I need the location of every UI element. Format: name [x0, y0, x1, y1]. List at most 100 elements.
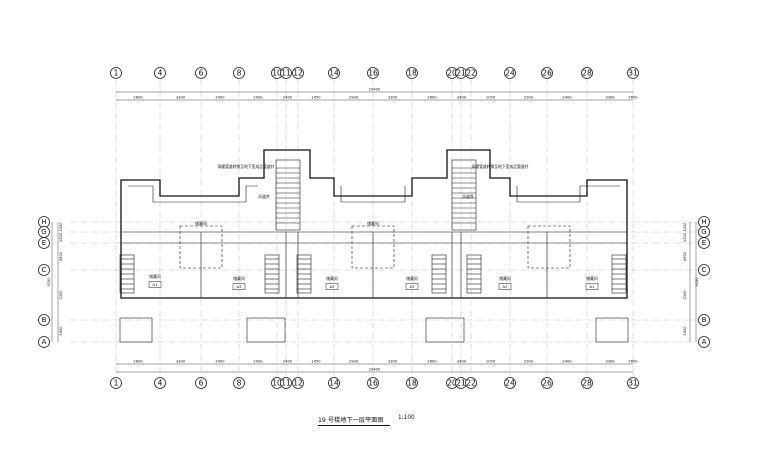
bottom-total-dimension: 29400 — [369, 368, 381, 372]
row-axis-label: B — [42, 316, 47, 324]
column-axis-label: 31 — [628, 379, 638, 388]
column-axis-label: 28 — [582, 69, 592, 78]
top-dimension-value: 2900 — [253, 96, 263, 100]
row-axis-bubble — [698, 264, 710, 276]
column-axis-label: 14 — [329, 69, 339, 78]
column-axis-bubble — [541, 377, 553, 389]
top-dimension-value: 2900 — [524, 96, 534, 100]
landing-outline — [527, 225, 571, 269]
row-axis-label: G — [701, 228, 706, 236]
unit-tag-box — [232, 283, 246, 290]
plan-annotation: 风道井 — [462, 194, 474, 199]
drawing-title: 19 号楼地下一层平面图 — [318, 417, 384, 424]
column-axis-bubble — [581, 67, 593, 79]
inner-wall-line — [340, 186, 406, 203]
axis-grid-lines — [70, 80, 700, 380]
exterior-wall — [120, 149, 628, 299]
bottom-dimension-value: 2600 — [133, 360, 143, 364]
column-axis-bubble — [406, 67, 418, 79]
row-axis-label: B — [702, 316, 707, 324]
bottom-dimension-value: 2400 — [283, 360, 293, 364]
row-axis-bubble — [698, 336, 710, 348]
column-axis-bubble — [627, 377, 639, 389]
landing-outline — [179, 225, 223, 269]
drawing-scale: 1:100 — [398, 415, 415, 421]
unit-tag: A2 — [236, 284, 242, 289]
column-axis-bubble — [110, 67, 122, 79]
column-axis-label: 8 — [237, 379, 242, 388]
row-axis-label: E — [702, 239, 706, 247]
side-dimension-value: 1200 — [683, 222, 687, 232]
row-axis-bubble — [698, 237, 710, 249]
column-axis-bubble — [367, 377, 379, 389]
bottom-dimension-value: 2900 — [349, 360, 359, 364]
top-dimension-value: 3300 — [388, 96, 398, 100]
column-axis-label: 20 — [447, 69, 457, 78]
row-axis-bubble — [38, 314, 50, 326]
side-dimension-value: 1200 — [683, 232, 687, 242]
row-axis-bubble — [38, 264, 50, 276]
column-axis-label: 6 — [199, 379, 204, 388]
column-axis-bubble — [195, 377, 207, 389]
column-axis-label: 1 — [114, 379, 119, 388]
side-dimension-value: 3300 — [683, 290, 687, 300]
column-axis-label: 16 — [368, 379, 378, 388]
inner-wall-line — [128, 185, 258, 203]
column-axis-label: 31 — [628, 69, 638, 78]
column-axis-bubble — [280, 67, 292, 79]
inner-wall-line — [516, 185, 620, 203]
landing-outline — [351, 225, 395, 269]
side-dimension-value: 3300 — [59, 290, 63, 300]
column-axis-label: 11 — [281, 379, 291, 388]
top-dimension-value: 2400 — [215, 96, 225, 100]
bottom-dimension-value: 2900 — [524, 360, 534, 364]
unit-tag-box — [148, 281, 162, 288]
light-well — [595, 317, 629, 343]
column-axis-bubble — [328, 67, 340, 79]
room-label: 储藏间 — [586, 276, 598, 281]
column-axis-label: 20 — [447, 379, 457, 388]
unit-tag-box — [498, 283, 512, 290]
room-label: 储藏间 — [195, 221, 207, 226]
column-axis-bubble — [280, 377, 292, 389]
side-total-dimension: 9150 — [47, 277, 51, 287]
unit-tag-box — [405, 283, 419, 290]
column-axis-label: 26 — [542, 69, 552, 78]
bottom-dimension-value: 2600 — [427, 360, 437, 364]
column-axis-label: 18 — [407, 379, 417, 388]
row-axis-label: A — [702, 338, 707, 346]
row-axis-label: H — [701, 218, 706, 226]
column-axis-bubble — [292, 377, 304, 389]
column-axis-label: 21 — [456, 379, 466, 388]
column-axis-bubble — [504, 377, 516, 389]
unit-tag: A2 — [409, 284, 415, 289]
stair-core — [451, 159, 477, 231]
plan-annotation: 风道井 — [258, 194, 270, 199]
top-dimension-value: 2900 — [349, 96, 359, 100]
column-axis-label: 24 — [505, 69, 515, 78]
column-axis-label: 28 — [582, 379, 592, 388]
unit-tag-box — [325, 283, 339, 290]
bottom-dimension-value: 3300 — [176, 360, 186, 364]
unit-tag: A2 — [502, 284, 508, 289]
column-axis-bubble — [406, 377, 418, 389]
top-dimension-value: 2600 — [133, 96, 143, 100]
column-axis-label: 4 — [158, 69, 163, 78]
plan-annotation: 采暖管道转换至地下室成品管道井 — [472, 164, 529, 169]
row-axis-label: A — [42, 338, 47, 346]
column-axis-bubble — [627, 67, 639, 79]
side-dimension-value: 1200 — [59, 232, 63, 242]
bottom-dimension-value: 2900 — [253, 360, 263, 364]
light-well — [425, 317, 465, 343]
top-dimension-value: 2600 — [628, 96, 638, 100]
column-axis-bubble — [581, 377, 593, 389]
column-axis-label: 14 — [329, 379, 339, 388]
column-axis-bubble — [328, 377, 340, 389]
bottom-dimension-value: 2400 — [215, 360, 225, 364]
top-dimension-value: 1050 — [486, 96, 496, 100]
column-axis-label: 4 — [158, 379, 163, 388]
column-axis-bubble — [367, 67, 379, 79]
column-axis-label: 26 — [542, 379, 552, 388]
column-axis-label: 16 — [368, 69, 378, 78]
